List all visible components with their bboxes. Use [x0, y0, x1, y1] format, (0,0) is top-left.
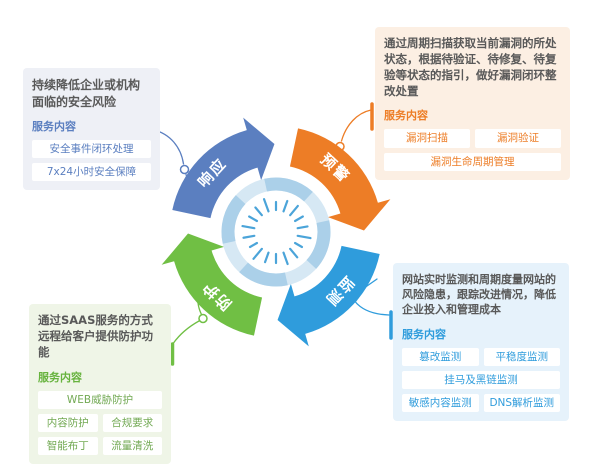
response-callout-box: 持续降低企业或机构面临的安全风险 服务内容 安全事件闭环处理 7x24小时安全保… — [23, 68, 160, 191]
monitoring-callout-box: 网站实时监测和周期度量网站的风险隐患，跟踪改进情况，降低企业投入和管理成本 服务… — [393, 263, 569, 422]
warning-section-label: 服务内容 — [384, 109, 428, 123]
service-chip: 漏洞验证 — [475, 129, 561, 148]
warning-callout-box: 通过周期扫描获取当前漏洞的所处状态，根据待验证、待修复、待复验等状态的指引，做好… — [375, 27, 570, 180]
protection-callout-box: 通过SAAS服务的方式远程给客户提供防护功能 服务内容 WEB威胁防护 内容防护… — [29, 304, 171, 464]
cycle-diagram: 响应 预警 监测 防护 — [150, 102, 393, 366]
service-chip: 合规要求 — [102, 413, 162, 432]
service-chip: 篡改监测 — [402, 347, 479, 366]
service-chip: WEB威胁防护 — [38, 390, 162, 409]
connector-curve — [172, 320, 200, 344]
link-node-circle — [179, 164, 190, 175]
response-chip-list: 安全事件闭环处理 7x24小时安全保障 — [32, 140, 151, 182]
protection-section-label: 服务内容 — [38, 370, 82, 384]
service-chip: 内容防护 — [38, 413, 98, 432]
service-chip: 智能布丁 — [38, 436, 98, 456]
response-description: 持续降低企业或机构面临的安全风险 — [32, 78, 141, 109]
connector-protection — [170, 302, 208, 366]
service-chip: 挂马及黑链监测 — [402, 370, 560, 389]
service-chip: 敏感内容监测 — [402, 393, 479, 413]
service-chip: 漏洞扫描 — [384, 129, 470, 148]
response-section-label: 服务内容 — [32, 120, 76, 134]
service-chip: 平稳度监测 — [483, 347, 560, 366]
monitoring-chip-list: 篡改监测 平稳度监测 挂马及黑链监测 敏感内容监测 DNS解析监测 — [402, 347, 560, 413]
protection-chip-list: WEB威胁防护 内容防护 合规要求 智能布丁 流量清洗 — [38, 390, 162, 456]
monitoring-description: 网站实时监测和周期度量网站的风险隐患，跟踪改进情况，降低企业投入和管理成本 — [402, 273, 556, 317]
warning-chip-list: 漏洞扫描 漏洞验证 漏洞生命周期管理 — [384, 129, 561, 171]
service-chip: 安全事件闭环处理 — [32, 140, 151, 159]
link-node-circle — [198, 313, 208, 324]
connector-curve — [197, 302, 203, 316]
service-chip: DNS解析监测 — [483, 393, 560, 413]
service-chip: 漏洞生命周期管理 — [384, 152, 561, 171]
monitoring-section-label: 服务内容 — [402, 327, 446, 341]
protection-description: 通过SAAS服务的方式远程给客户提供防护功能 — [38, 313, 153, 359]
connector-curve — [354, 300, 390, 316]
dial-ticks-icon — [221, 177, 331, 287]
service-chip: 7x24小时安全保障 — [32, 163, 151, 182]
warning-description: 通过周期扫描获取当前漏洞的所处状态，根据待验证、待修复、待复验等状态的指引，做好… — [384, 36, 557, 98]
connector-curve — [340, 109, 372, 142]
service-chip: 流量清洗 — [102, 436, 162, 456]
